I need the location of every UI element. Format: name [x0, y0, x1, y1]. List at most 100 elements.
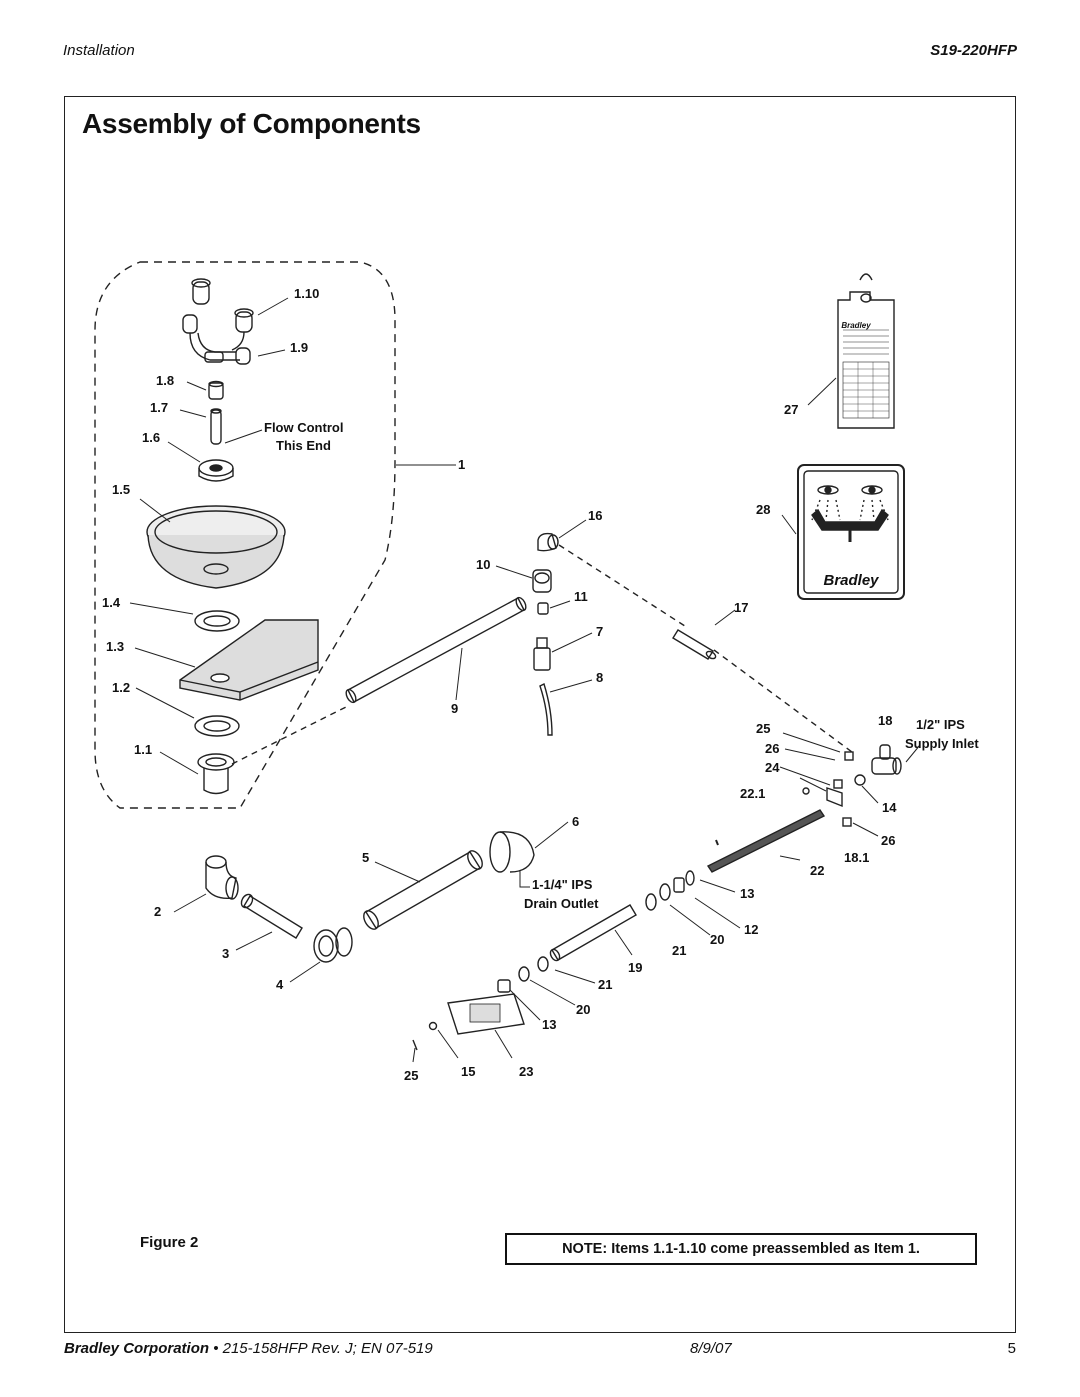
- callout-20-b: 20: [576, 1002, 590, 1017]
- callout-9: 9: [451, 701, 458, 716]
- footer-company: Bradley Corporation: [64, 1340, 210, 1357]
- supply-inlet-label-2: Supply Inlet: [905, 736, 979, 751]
- part-23-mounting-plate: [447, 993, 525, 1059]
- callout-1-3: 1.3: [106, 639, 124, 654]
- part-6-drain-elbow: [489, 821, 569, 888]
- figure-label: Figure 2: [140, 1234, 199, 1251]
- tag-logo-text: Bradley: [841, 321, 871, 330]
- small-fittings-supply: [706, 732, 879, 873]
- callout-1-2: 1.2: [112, 680, 130, 695]
- part-9-tube: [345, 596, 527, 704]
- callout-1-9: 1.9: [290, 340, 308, 355]
- header-section: Installation: [63, 42, 135, 59]
- callout-4: 4: [276, 977, 284, 992]
- callout-15: 15: [461, 1064, 475, 1079]
- callout-1-4: 1.4: [102, 595, 121, 610]
- callout-1-1: 1.1: [134, 742, 152, 757]
- part-1-7-flow-control: [210, 408, 222, 445]
- callout-2: 2: [154, 904, 161, 919]
- part-1-4-gasket: [194, 610, 240, 632]
- part-27-inspection-tag: [807, 273, 895, 429]
- callout-18-1: 18.1: [844, 850, 869, 865]
- callout-8: 8: [596, 670, 603, 685]
- dashed-path-drain: [231, 704, 351, 765]
- preassembly-note: NOTE: Items 1.1-1.10 come preassembled a…: [505, 1233, 977, 1265]
- flow-control-label-1: Flow Control: [264, 420, 343, 435]
- callout-25-a: 25: [756, 721, 770, 736]
- callout-5: 5: [362, 850, 369, 865]
- part-18-supply-valve: [871, 744, 921, 775]
- callout-25-b: 25: [404, 1068, 418, 1083]
- part-1-2-gasket: [194, 715, 240, 737]
- footer-left: Bradley Corporation • 215-158HFP Rev. J;…: [64, 1340, 433, 1357]
- part-28-sign: [781, 464, 905, 600]
- callout-3: 3: [222, 946, 229, 961]
- part-4-coupling: [289, 927, 353, 983]
- header-model: S19-220HFP: [930, 42, 1017, 59]
- content-frame: [64, 96, 1016, 1333]
- part-3-tailpiece: [235, 893, 303, 951]
- part-17-tube: [672, 609, 736, 660]
- part-8-tube: [539, 683, 553, 736]
- footer-page-number: 5: [1007, 1340, 1016, 1357]
- callout-11: 11: [574, 589, 588, 604]
- callout-26-b: 26: [881, 833, 895, 848]
- flow-control-label-2: This End: [276, 438, 331, 453]
- eyewash-head-assembly: [182, 278, 254, 365]
- callout-1-8: 1.8: [156, 373, 174, 388]
- part-1-5-bowl: [146, 505, 286, 589]
- callout-1-10: 1.10: [294, 286, 319, 301]
- callout-24: 24: [765, 760, 780, 775]
- part-2-trap-elbow: [173, 855, 239, 913]
- part-7-fitting: [533, 637, 551, 671]
- part-25-screw: [412, 1039, 418, 1063]
- part-1-3-bracket: [179, 619, 319, 701]
- part-1-8: [208, 380, 224, 400]
- item-1-dashed-outline: [94, 261, 396, 809]
- dashed-path-supply: [558, 544, 853, 753]
- callout-1: 1: [458, 457, 465, 472]
- callout-28: 28: [756, 502, 770, 517]
- callout-26-a: 26: [765, 741, 779, 756]
- callout-22-1: 22.1: [740, 786, 765, 801]
- callout-13-a: 13: [740, 886, 754, 901]
- callout-23: 23: [519, 1064, 533, 1079]
- drain-outlet-label-2: Drain Outlet: [524, 896, 599, 911]
- callout-14: 14: [882, 800, 897, 815]
- part-16-elbow: [537, 532, 559, 552]
- callout-12: 12: [744, 922, 758, 937]
- callout-21-b: 21: [598, 977, 612, 992]
- part-15-washer: [428, 1021, 459, 1059]
- callout-labels: 1.10 1.9 1.8 1.7 Flow Control This End 1…: [102, 286, 979, 1083]
- callout-21-a: 21: [672, 943, 686, 958]
- footer-date: 8/9/07: [690, 1340, 732, 1357]
- washers-and-nipple: [497, 870, 741, 1021]
- callout-1-5: 1.5: [112, 482, 130, 497]
- sign-logo-text: Bradley: [823, 572, 879, 589]
- part-1-1-drain: [197, 753, 235, 795]
- part-1-6: [198, 459, 234, 482]
- page-title: Assembly of Components: [82, 108, 421, 139]
- part-5-drain-pipe: [363, 850, 483, 930]
- callout-18: 18: [878, 713, 892, 728]
- callout-1-7: 1.7: [150, 400, 168, 415]
- leader-lines-item-1: [129, 297, 456, 775]
- callout-17: 17: [734, 600, 748, 615]
- footer-doc: • 215-158HFP Rev. J; EN 07-519: [209, 1340, 433, 1357]
- drain-outlet-label-1: 1-1/4" IPS: [532, 877, 593, 892]
- callout-16: 16: [588, 508, 602, 523]
- part-11-nut: [537, 602, 549, 615]
- callout-1-6: 1.6: [142, 430, 160, 445]
- callout-27: 27: [784, 402, 798, 417]
- supply-inlet-label-1: 1/2" IPS: [916, 717, 965, 732]
- callout-7: 7: [596, 624, 603, 639]
- callout-20-a: 20: [710, 932, 724, 947]
- callout-13-b: 13: [542, 1017, 556, 1032]
- leader-lines-middle: [495, 519, 593, 693]
- callout-19: 19: [628, 960, 642, 975]
- callout-6: 6: [572, 814, 579, 829]
- part-10-tee: [532, 569, 552, 593]
- callout-10: 10: [476, 557, 490, 572]
- callout-22: 22: [810, 863, 824, 878]
